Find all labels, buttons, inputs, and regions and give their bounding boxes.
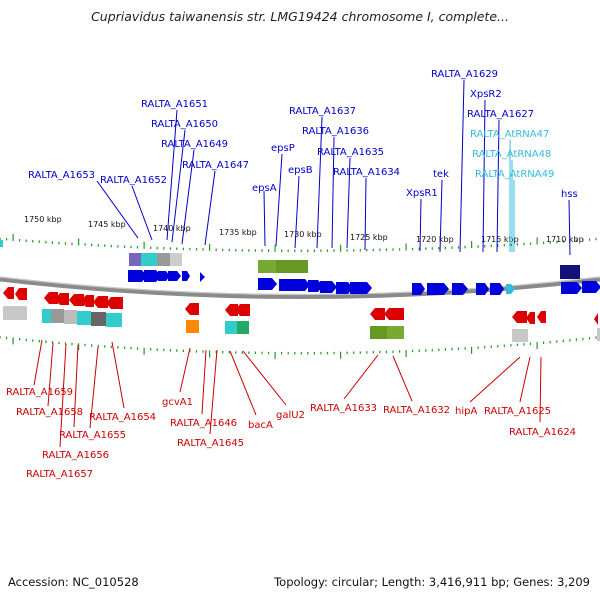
gene-label[interactable]: epsA — [252, 183, 277, 194]
forward-function-boxes — [0, 240, 580, 279]
forward-gene-labels: RALTA_A1651 RALTA_A1650 RALTA_A1649 RALT… — [28, 69, 578, 200]
gene-label[interactable]: RALTA_A1650 — [151, 119, 218, 130]
forward-genes[interactable] — [128, 270, 600, 295]
gene-label[interactable]: tek — [433, 169, 449, 180]
scale-label: 1710 kbp — [546, 235, 584, 244]
forward-leader-lines — [96, 79, 571, 256]
gene-label[interactable]: RALTA_A1647 — [182, 160, 249, 171]
gene-label[interactable]: XpsR2 — [470, 89, 502, 100]
inner-tick-row — [0, 336, 597, 359]
gene-label[interactable]: gcvA1 — [162, 397, 193, 408]
gene-label[interactable]: RALTA_A1624 — [509, 427, 576, 438]
gene-label[interactable]: RALTA_A1632 — [383, 405, 450, 416]
gene-label[interactable]: epsP — [271, 143, 295, 154]
gene-label[interactable]: RALTA_A1636 — [302, 126, 369, 137]
gene-label[interactable]: RALTA_A1655 — [59, 430, 126, 441]
gene-label[interactable]: galU2 — [276, 410, 305, 421]
gene-label[interactable]: RALTA_A1634 — [333, 167, 400, 178]
reverse-genes[interactable] — [3, 287, 598, 325]
scale-labels: 1750 kbp 1745 kbp 1740 kbp 1735 kbp 1730… — [24, 215, 584, 244]
gene-label[interactable]: RALTA_A1656 — [42, 450, 109, 461]
scale-label: 1715 kbp — [481, 235, 519, 244]
reverse-gene-labels: RALTA_A1659 RALTA_A1658 RALTA_A1655 RALT… — [6, 387, 576, 480]
scale-label: 1730 kbp — [284, 230, 322, 239]
gene-label[interactable]: RALTA_A1651 — [141, 99, 208, 110]
gene-label[interactable]: RALTA_A1635 — [317, 147, 384, 158]
gene-label[interactable]: RALTA_A1652 — [100, 175, 167, 186]
gene-label[interactable]: RALTA_A1657 — [26, 469, 93, 480]
gene-label[interactable]: epsB — [288, 165, 313, 176]
gene-label[interactable]: RALTA_A1658 — [16, 407, 83, 418]
reverse-function-boxes — [3, 306, 600, 342]
gene-label[interactable]: RALTA_A1653 — [28, 170, 95, 181]
gene-label[interactable]: RALTA_AtRNA49 — [475, 169, 554, 180]
gene-label[interactable]: RALTA_A1654 — [89, 412, 156, 423]
scale-label: 1735 kbp — [219, 228, 257, 237]
gene-label[interactable]: RALTA_A1627 — [467, 109, 534, 120]
accession-text: Accession: NC_010528 — [8, 575, 139, 589]
gene-label[interactable]: hss — [561, 189, 578, 200]
gene-label[interactable]: RALTA_A1649 — [161, 139, 228, 150]
chromosome-backbone — [0, 276, 600, 299]
page-title: Cupriavidus taiwanensis str. LMG19424 ch… — [91, 9, 509, 24]
genome-info-text: Topology: circular; Length: 3,416,911 bp… — [274, 575, 590, 589]
gene-label[interactable]: RALTA_A1659 — [6, 387, 73, 398]
rna-leader-lines — [509, 140, 515, 252]
gene-label[interactable]: RALTA_AtRNA48 — [472, 149, 551, 160]
gene-label[interactable]: bacA — [248, 420, 273, 431]
gene-label[interactable]: RALTA_AtRNA47 — [470, 129, 549, 140]
gene-label[interactable]: RALTA_A1645 — [177, 438, 244, 449]
scale-label: 1750 kbp — [24, 215, 62, 224]
gene-label[interactable]: RALTA_A1646 — [170, 418, 237, 429]
scale-label: 1725 kbp — [350, 233, 388, 242]
gene-label[interactable]: XpsR1 — [406, 188, 438, 199]
gene-label[interactable]: hipA — [455, 406, 477, 417]
gene-label[interactable]: RALTA_A1633 — [310, 403, 377, 414]
reverse-leader-lines — [33, 339, 542, 448]
scale-label: 1720 kbp — [416, 235, 454, 244]
gene-label[interactable]: RALTA_A1637 — [289, 106, 356, 117]
scale-label: 1745 kbp — [88, 220, 126, 229]
gene-label[interactable]: RALTA_A1625 — [484, 406, 551, 417]
gene-label[interactable]: RALTA_A1629 — [431, 69, 498, 80]
rna-gene-labels: RALTA_AtRNA47 RALTA_AtRNA48 RALTA_AtRNA4… — [470, 129, 554, 180]
rna-gene[interactable] — [506, 284, 515, 294]
outer-tick-row — [0, 234, 597, 252]
scale-label: 1740 kbp — [153, 224, 191, 233]
